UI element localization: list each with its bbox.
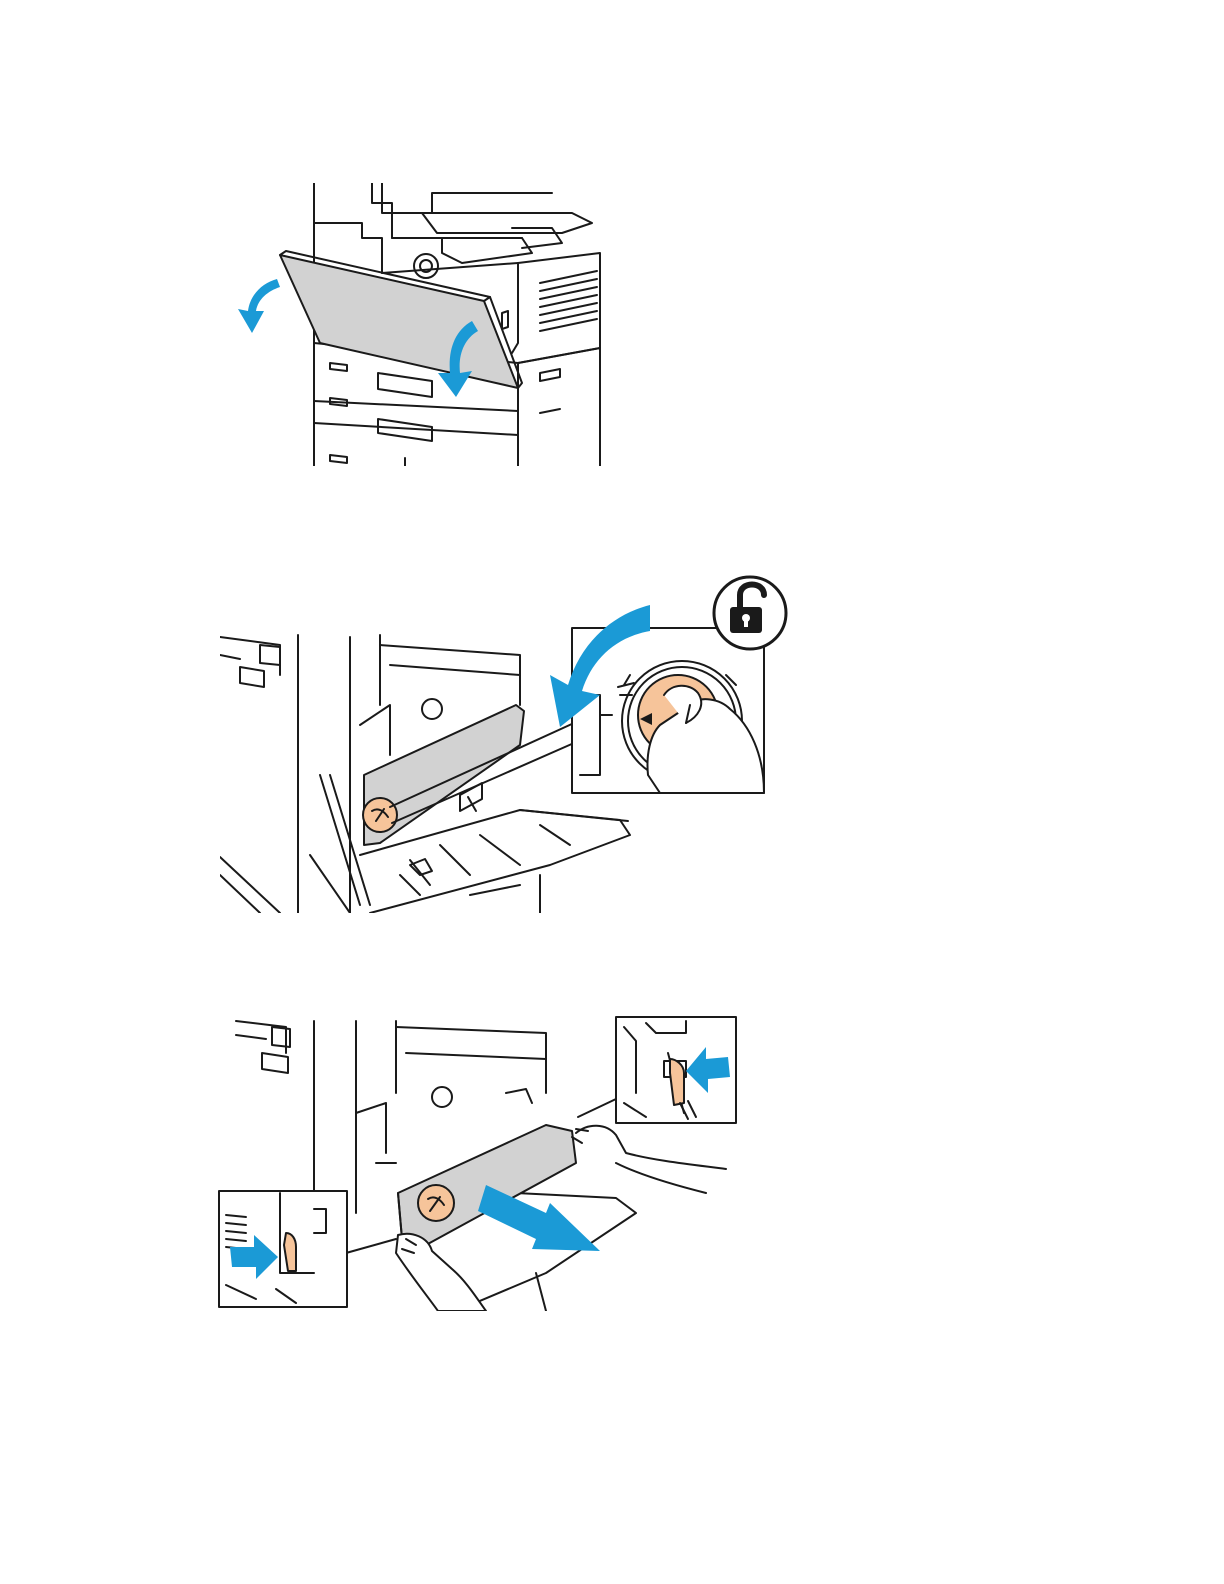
figure-open-front-door <box>222 183 604 466</box>
figure-unlock-waste-cartridge <box>220 575 792 913</box>
unlock-padlock-icon <box>714 577 786 649</box>
figure-remove-waste-cartridge <box>216 1013 742 1311</box>
hand-left <box>396 1234 486 1311</box>
curved-arrow-icon <box>238 279 280 333</box>
hand-right <box>572 1126 726 1193</box>
